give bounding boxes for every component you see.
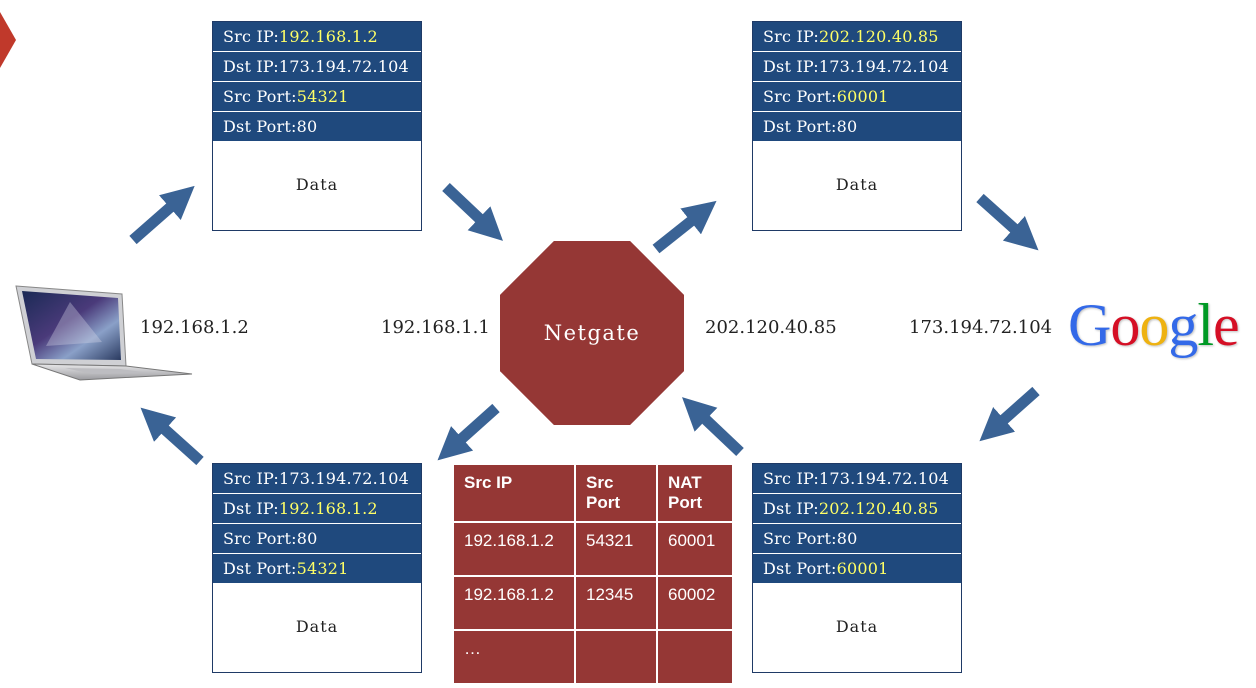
packet-field-src-port: Src Port:60001 xyxy=(753,82,961,112)
field-label: Src Port: xyxy=(223,87,297,106)
field-value: 54321 xyxy=(297,559,349,578)
field-value: 80 xyxy=(837,117,858,136)
field-label: Dst IP: xyxy=(763,57,819,76)
packet-field-dst-ip: Dst IP:202.120.40.85 xyxy=(753,494,961,524)
arrow-google-to-packet xyxy=(1000,391,1036,423)
field-label: Dst Port: xyxy=(223,117,297,136)
arrow-laptop-to-packet xyxy=(133,204,174,240)
packet-field-src-ip: Src IP:192.168.1.2 xyxy=(213,22,421,52)
field-value: 60001 xyxy=(837,559,889,578)
field-label: Src Port: xyxy=(223,529,297,548)
google-letter: l xyxy=(1197,292,1213,358)
table-row: … xyxy=(453,630,733,684)
packet-field-dst-port: Dst Port:54321 xyxy=(213,554,421,584)
table-row: 192.168.1.2 12345 60002 xyxy=(453,576,733,630)
field-label: Dst Port: xyxy=(763,559,837,578)
nat-header-nat-port: NAT Port xyxy=(657,464,733,522)
packet-field-src-port: Src Port:80 xyxy=(213,524,421,554)
nat-cell-src-port: 54321 xyxy=(575,522,657,576)
packet-field-dst-port: Dst Port:80 xyxy=(213,112,421,142)
arrow-packet-to-laptop xyxy=(161,426,200,461)
field-value: 80 xyxy=(297,117,318,136)
nat-cell-src-ip: 192.168.1.2 xyxy=(453,522,575,576)
packet-field-dst-ip: Dst IP:173.194.72.104 xyxy=(213,52,421,82)
arrow-packet-to-google xyxy=(980,198,1018,232)
field-label: Src IP: xyxy=(763,27,819,46)
field-label: Dst IP: xyxy=(763,499,819,518)
field-label: Src IP: xyxy=(223,27,279,46)
field-value: 80 xyxy=(297,529,318,548)
packet-field-src-port: Src Port:80 xyxy=(753,524,961,554)
field-value: 173.194.72.104 xyxy=(819,469,949,488)
field-value: 80 xyxy=(837,529,858,548)
field-value: 173.194.72.104 xyxy=(819,57,949,76)
server-ip-label: 173.194.72.104 xyxy=(909,317,1052,338)
packet-outbound-private: Src IP:192.168.1.2 Dst IP:173.194.72.104… xyxy=(212,21,422,231)
google-letter: o xyxy=(1110,292,1139,358)
packet-field-dst-ip: Dst IP:192.168.1.2 xyxy=(213,494,421,524)
field-label: Src IP: xyxy=(223,469,279,488)
packet-outbound-public: Src IP:202.120.40.85 Dst IP:173.194.72.1… xyxy=(752,21,962,231)
table-row: 192.168.1.2 54321 60001 xyxy=(453,522,733,576)
field-value: 202.120.40.85 xyxy=(819,499,939,518)
gateway-lan-ip-label: 192.168.1.1 xyxy=(381,317,490,338)
nat-cell-nat-port xyxy=(657,630,733,684)
nat-cell-src-port xyxy=(575,630,657,684)
gateway-wan-ip-label: 202.120.40.85 xyxy=(705,317,837,338)
arrow-packet-to-netgate xyxy=(446,187,483,222)
laptop-ip-label: 192.168.1.2 xyxy=(140,317,249,338)
packet-data: Data xyxy=(753,142,961,232)
packet-data: Data xyxy=(213,584,421,674)
arrow-packet-to-netgate-return xyxy=(702,416,740,452)
field-value: 192.168.1.2 xyxy=(279,499,378,518)
field-value: 173.194.72.104 xyxy=(279,57,409,76)
packet-field-dst-ip: Dst IP:173.194.72.104 xyxy=(753,52,961,82)
netgate-label: Netgate xyxy=(544,321,641,345)
packet-field-src-ip: Src IP:173.194.72.104 xyxy=(213,464,421,494)
packet-inbound-private: Src IP:173.194.72.104 Dst IP:192.168.1.2… xyxy=(212,463,422,673)
google-logo: Google xyxy=(1068,291,1239,360)
nat-header-src-port: Src Port xyxy=(575,464,657,522)
nat-cell-nat-port: 60001 xyxy=(657,522,733,576)
nat-table: Src IP Src Port NAT Port 192.168.1.2 543… xyxy=(452,463,734,685)
field-label: Dst Port: xyxy=(223,559,297,578)
nat-cell-src-ip: … xyxy=(453,630,575,684)
packet-field-src-port: Src Port:54321 xyxy=(213,82,421,112)
field-label: Src Port: xyxy=(763,529,837,548)
packet-inbound-public: Src IP:173.194.72.104 Dst IP:202.120.40.… xyxy=(752,463,962,673)
field-value: 60001 xyxy=(837,87,889,106)
arrow-netgate-to-packet-return xyxy=(458,408,496,442)
google-letter: g xyxy=(1168,292,1197,358)
field-value: 192.168.1.2 xyxy=(279,27,378,46)
google-letter: e xyxy=(1213,292,1239,358)
field-label: Src IP: xyxy=(763,469,819,488)
nat-table-header: Src IP Src Port NAT Port xyxy=(453,464,733,522)
packet-field-dst-port: Dst Port:60001 xyxy=(753,554,961,584)
nat-header-src-ip: Src IP xyxy=(453,464,575,522)
field-value: 202.120.40.85 xyxy=(819,27,939,46)
field-label: Src Port: xyxy=(763,87,837,106)
google-letter: G xyxy=(1068,292,1110,358)
field-label: Dst IP: xyxy=(223,499,279,518)
packet-field-src-ip: Src IP:202.120.40.85 xyxy=(753,22,961,52)
field-value: 173.194.72.104 xyxy=(279,469,409,488)
nat-cell-src-port: 12345 xyxy=(575,576,657,630)
field-value: 54321 xyxy=(297,87,349,106)
netgate-router: Netgate xyxy=(500,241,684,425)
packet-data: Data xyxy=(753,584,961,674)
nat-cell-src-ip: 192.168.1.2 xyxy=(453,576,575,630)
packet-field-src-ip: Src IP:173.194.72.104 xyxy=(753,464,961,494)
nat-cell-nat-port: 60002 xyxy=(657,576,733,630)
field-label: Dst IP: xyxy=(223,57,279,76)
packet-data: Data xyxy=(213,142,421,232)
field-label: Dst Port: xyxy=(763,117,837,136)
arrow-netgate-to-packet xyxy=(656,218,695,249)
google-letter: o xyxy=(1139,292,1168,358)
packet-field-dst-port: Dst Port:80 xyxy=(753,112,961,142)
